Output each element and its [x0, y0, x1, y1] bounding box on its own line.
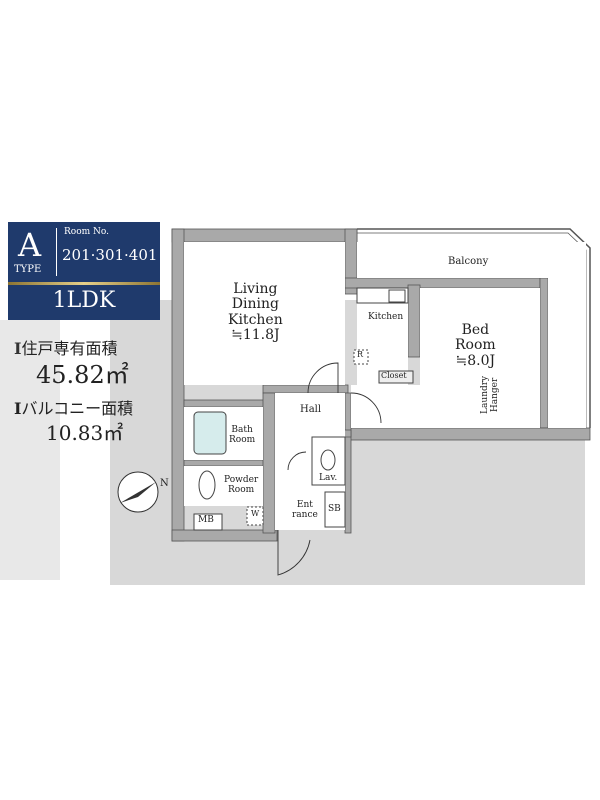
- balcony-label: Balcony: [448, 256, 489, 267]
- private-area-value: 45.82㎡: [36, 361, 129, 389]
- room-no-label: Room No.: [64, 227, 110, 237]
- balcony-outline: [357, 228, 591, 428]
- type-badge: A TYPE Room No. 201·301·401 1LDK: [8, 222, 160, 320]
- bedroom: [420, 288, 540, 428]
- lav-label: Lav.: [319, 473, 338, 483]
- meter-box: [193, 513, 223, 531]
- north-compass: [117, 471, 159, 513]
- background-building: [0, 320, 60, 580]
- type-letter: A: [18, 226, 42, 264]
- bathtub: [193, 411, 227, 455]
- layout-type: 1LDK: [52, 288, 116, 313]
- refrigerator-space: [353, 349, 369, 365]
- closet: [378, 370, 414, 384]
- balcony-area-label: Iバルコニー面積: [14, 399, 134, 418]
- powder-room: [184, 466, 263, 506]
- private-area-label: I住戸専有面積: [14, 339, 118, 358]
- type-label: TYPE: [14, 264, 42, 275]
- ldk-room: [184, 242, 345, 385]
- refrigerator-label: R: [357, 350, 364, 359]
- hall-label: Hall: [300, 404, 322, 415]
- washer-label: W: [251, 509, 260, 518]
- sb-label: SB: [328, 504, 341, 514]
- closet-label: Closet: [381, 371, 407, 380]
- shoe-box: [324, 491, 346, 528]
- compass-north-label: N: [160, 478, 169, 489]
- stove-icon: [388, 289, 406, 303]
- washbasin: [198, 470, 216, 500]
- doors: [277, 362, 382, 576]
- washer-space: [246, 506, 264, 526]
- mb-label: MB: [198, 515, 214, 525]
- room-numbers: 201·301·401: [62, 246, 158, 264]
- balcony-area-value: 10.83㎡: [46, 421, 124, 445]
- kitchen-label: Kitchen: [368, 312, 404, 322]
- toilet: [320, 449, 336, 471]
- kitchen-area: [357, 288, 408, 385]
